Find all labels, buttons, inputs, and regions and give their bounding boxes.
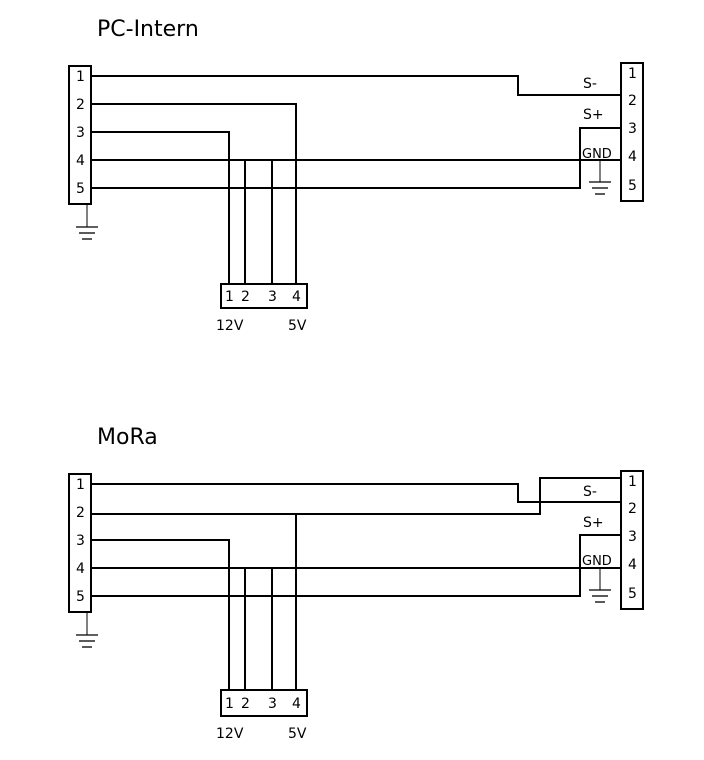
pin-label: 5 — [76, 181, 85, 197]
wire-pin2-to-fan-pin4 — [91, 103, 297, 285]
voltage-label-5v: 5V — [288, 726, 307, 742]
voltage-label-12v: 12V — [216, 318, 244, 334]
left-connector: 1 2 3 4 5 — [68, 473, 92, 613]
pin-label: 5 — [76, 589, 85, 605]
fan-pin-label: 1 — [225, 289, 234, 305]
right-connector: 1 2 3 4 5 — [620, 470, 644, 610]
diagram-title: MoRa — [97, 425, 158, 450]
fan-pin-label: 1 — [225, 696, 234, 712]
signal-label-s-minus: S- — [583, 484, 597, 500]
pin-label: 3 — [628, 529, 637, 545]
fan-pin-label: 3 — [268, 289, 277, 305]
pin-label: 1 — [628, 66, 637, 82]
wire-pin3-to-fan-pin1 — [91, 131, 230, 285]
signal-label-gnd: GND — [582, 554, 612, 569]
fan-pin-label: 2 — [241, 696, 250, 712]
diagram-pc-intern: PC-Intern 1 2 3 4 5 1 2 — [68, 17, 644, 334]
fan-pin-label: 4 — [292, 289, 301, 305]
voltage-label-5v: 5V — [288, 318, 307, 334]
wire-pin5-to-sensor-pin3 — [91, 534, 621, 597]
wire-pin5-to-sensor-pin3 — [91, 127, 621, 189]
pin-label: 2 — [76, 97, 85, 113]
wires — [91, 75, 621, 285]
wire-pin1-to-sensor-pin2 — [91, 75, 621, 96]
signal-label-s-plus: S+ — [583, 107, 604, 123]
pin-label: 4 — [76, 153, 85, 169]
pin-label: 5 — [628, 586, 637, 602]
ground-icon — [589, 160, 611, 195]
wire-pin1-to-sensor-pin2 — [91, 483, 621, 503]
left-connector: 1 2 3 4 5 — [68, 65, 92, 205]
diagram-mora: MoRa 1 2 3 4 5 1 2 — [68, 425, 644, 742]
wires — [91, 477, 621, 691]
fan-pin-label: 3 — [268, 696, 277, 712]
pin-label: 1 — [628, 474, 637, 490]
signal-label-gnd: GND — [582, 147, 612, 162]
right-connector: 1 2 3 4 5 — [620, 62, 644, 202]
pin-label: 4 — [628, 557, 637, 573]
pin-label: 5 — [628, 178, 637, 194]
wire-pin3-to-fan-pin1 — [91, 539, 230, 691]
signal-label-s-minus: S- — [583, 76, 597, 92]
voltage-label-12v: 12V — [216, 726, 244, 742]
ground-icon — [76, 612, 98, 648]
ground-icon — [76, 204, 98, 240]
pin-label: 1 — [76, 477, 85, 493]
signal-label-s-plus: S+ — [583, 515, 604, 531]
fan-connector: 1 2 3 4 — [220, 689, 308, 717]
pin-label: 2 — [628, 501, 637, 517]
pin-label: 1 — [76, 69, 85, 85]
pin-label: 2 — [76, 505, 85, 521]
pin-label: 3 — [628, 121, 637, 137]
diagram-title: PC-Intern — [97, 17, 199, 42]
fan-pin-label: 2 — [241, 289, 250, 305]
pin-label: 4 — [76, 561, 85, 577]
fan-pin-label: 4 — [292, 696, 301, 712]
pin-label: 3 — [76, 125, 85, 141]
pin-label: 4 — [628, 149, 637, 165]
ground-icon — [589, 568, 611, 603]
pin-label: 3 — [76, 533, 85, 549]
wire-pin2-to-sensor-pin1 — [91, 477, 621, 515]
pin-label: 2 — [628, 93, 637, 109]
fan-connector: 1 2 3 4 — [220, 283, 308, 309]
